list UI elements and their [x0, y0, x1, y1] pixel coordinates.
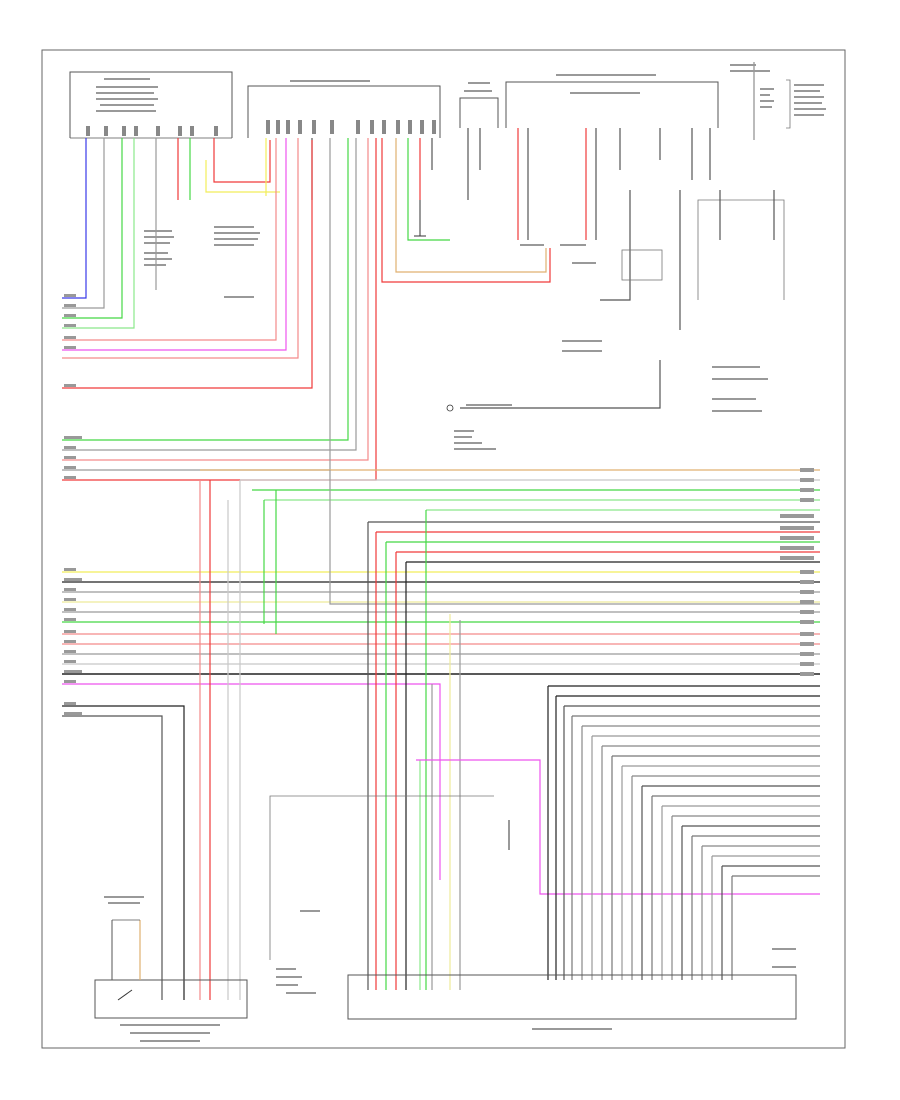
- left-edge-pins: [64, 294, 82, 715]
- center-connector-module: [247, 80, 441, 138]
- right-edge-pins: [780, 468, 814, 676]
- left-bottom-wires: [62, 705, 185, 1000]
- bottom-left-switch: [94, 896, 248, 1042]
- right-wires: [460, 128, 775, 409]
- battery-block: [730, 62, 826, 140]
- vertical-drops: [199, 470, 820, 1000]
- diagram-border: [41, 49, 846, 1049]
- bottom-right-bundle: [547, 685, 820, 980]
- misc-components: [144, 200, 796, 994]
- horizontal-bus: [62, 469, 820, 880]
- top-left-wires: [62, 138, 280, 329]
- right-control-module: [505, 74, 785, 300]
- top-left-module: [69, 71, 233, 139]
- small-relay-module: [459, 82, 499, 128]
- center-wires: [62, 138, 551, 481]
- bottom-center-module: [269, 795, 797, 1030]
- magenta-loop: [416, 759, 820, 895]
